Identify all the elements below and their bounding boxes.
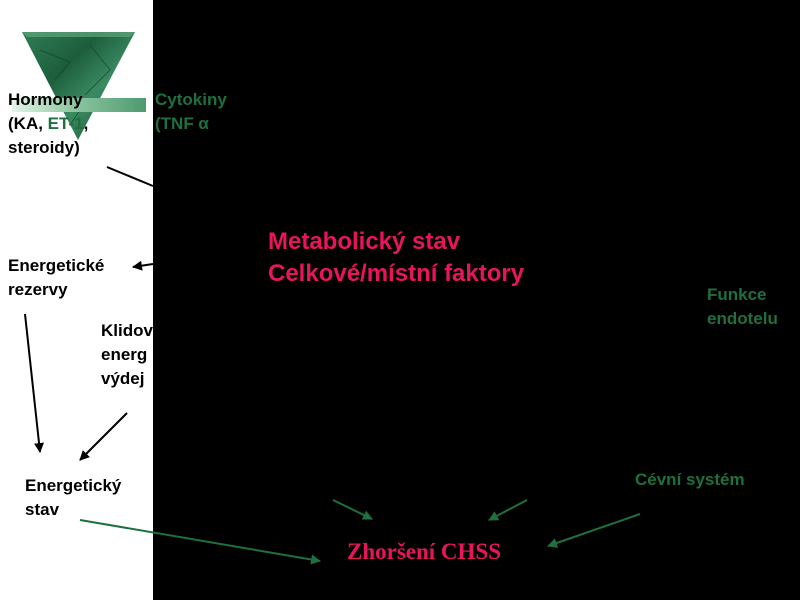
- energy-state-label: Energetický stav: [25, 474, 121, 522]
- hormones-line2-prefix: (KA,: [8, 114, 48, 133]
- hormones-label: Hormony (KA, ET-1, steroidy): [8, 88, 88, 160]
- metabolic-line1: Metabolický stav: [268, 228, 461, 255]
- hormones-et1: ET-1: [47, 114, 84, 133]
- endothelium-label: Funkce endotelu: [707, 283, 778, 331]
- endothelium-line2: endotelu: [707, 309, 778, 328]
- resting-line3: výdej: [101, 369, 145, 388]
- reserves-label: Energetické rezervy: [8, 254, 104, 302]
- hormones-line2-suffix: ,: [83, 114, 89, 133]
- triangle-logo-icon: [22, 32, 135, 140]
- resting-line2: energ: [101, 345, 148, 364]
- resting-line1: Klidov: [101, 321, 153, 340]
- cytokines-label: Cytokiny (TNF α: [155, 88, 227, 136]
- black-background-panel: [153, 0, 800, 600]
- cytokines-line1: Cytokiny: [155, 90, 227, 109]
- hormones-line3: steroidy): [8, 138, 80, 157]
- metabolic-line2: Celkové/místní faktory: [268, 260, 525, 287]
- connector-hormones-line: [106, 166, 154, 187]
- arrow-right-to-outcome: [488, 499, 528, 521]
- arrow-resting-to-state: [79, 412, 128, 461]
- outcome-label: Zhoršení CHSS: [347, 539, 502, 564]
- arrow-vascular-to-outcome: [547, 513, 641, 548]
- energy-state-line1: Energetický: [25, 476, 122, 495]
- arrow-reserves-to-state: [24, 313, 44, 453]
- gradient-bar: [12, 98, 146, 112]
- resting-expenditure-label: Klidov energ výdej: [101, 319, 153, 391]
- arrow-to-reserves: [132, 260, 154, 271]
- vascular-system-label: Cévní systém: [635, 470, 745, 489]
- metabolic-state-label: Metabolický stav Celkové/místní faktory: [268, 226, 524, 290]
- endothelium-line1: Funkce: [707, 285, 767, 304]
- reserves-line2: rezervy: [8, 280, 68, 299]
- cytokines-line2: (TNF α: [155, 114, 209, 133]
- arrow-state-to-outcome: [79, 519, 321, 565]
- hormones-line2: (KA, ET-1,: [8, 112, 88, 136]
- reserves-line1: Energetické: [8, 256, 105, 275]
- arrow-left-to-outcome: [332, 499, 373, 520]
- hormones-line1: Hormony: [8, 90, 83, 109]
- energy-state-line2: stav: [25, 500, 60, 519]
